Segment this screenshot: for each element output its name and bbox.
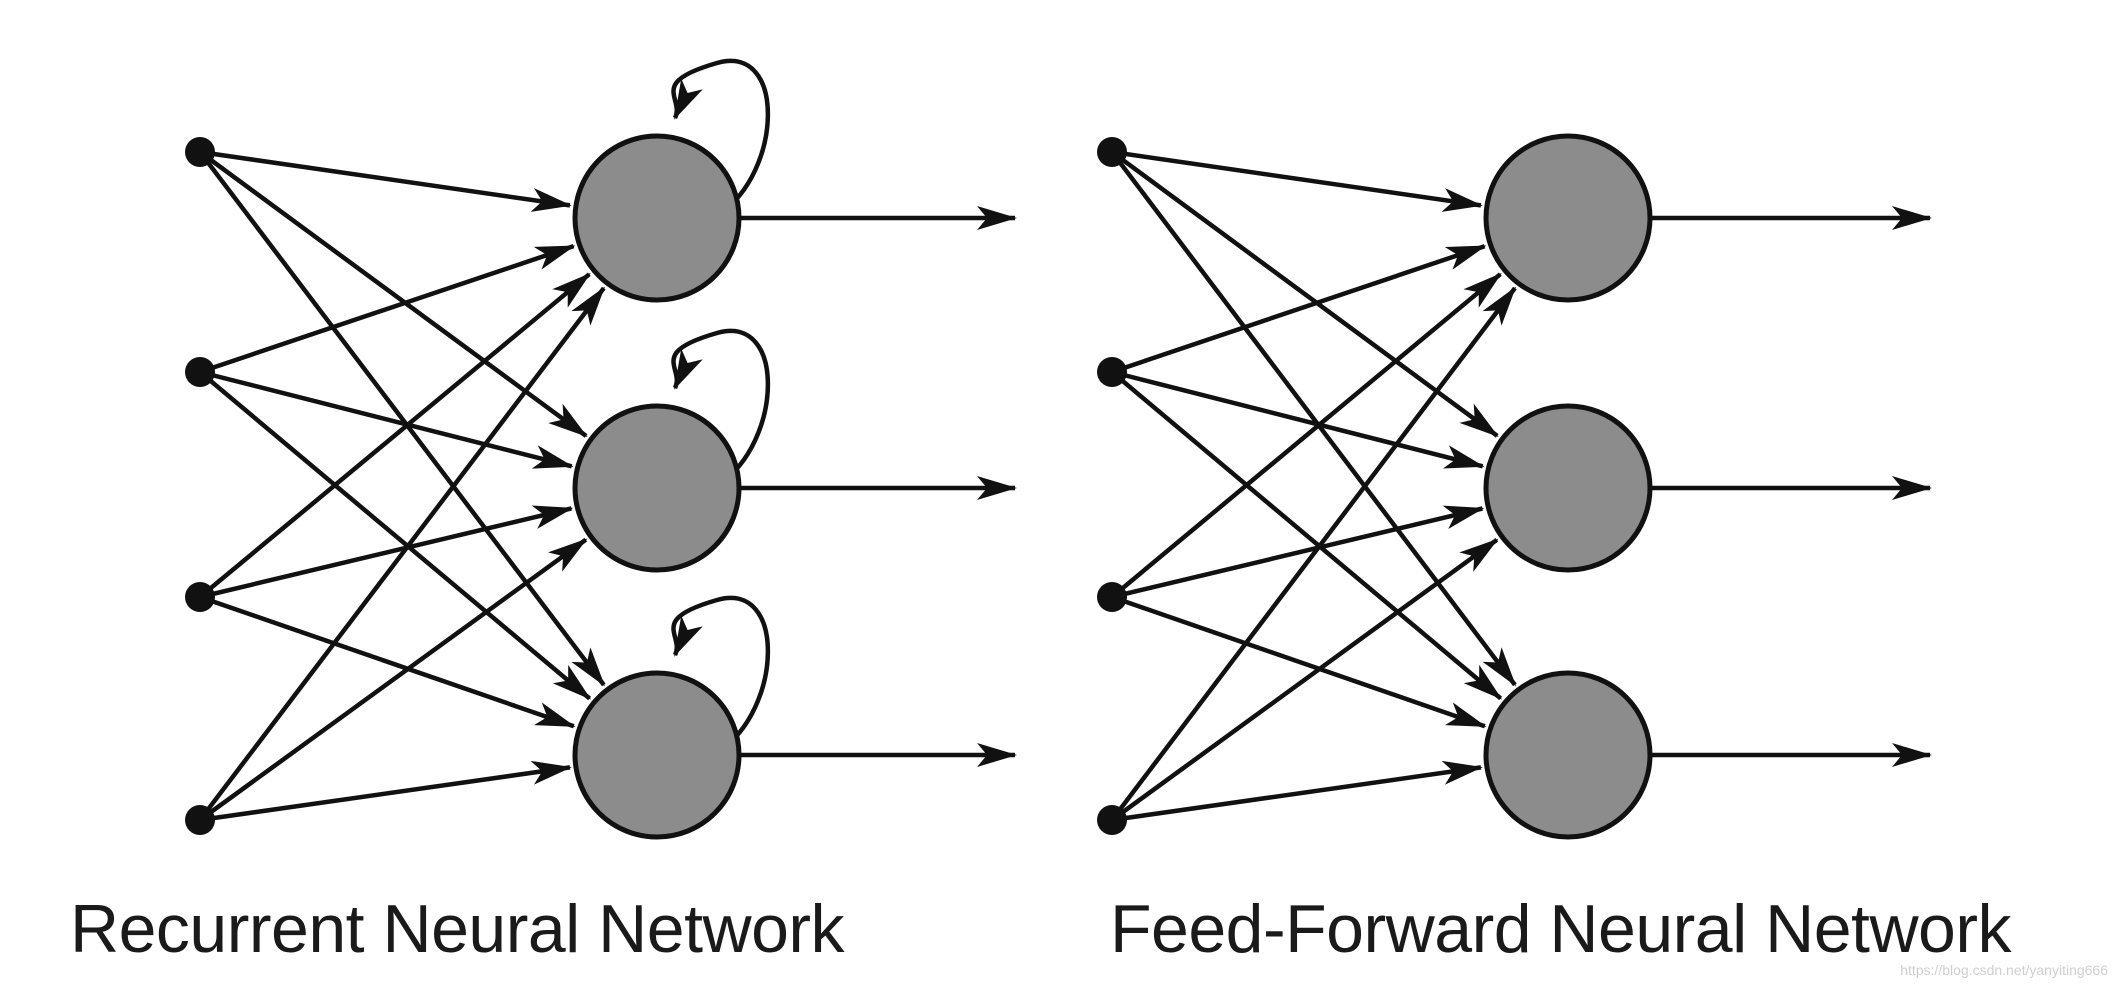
recurrent-loop-arrow [671,328,771,486]
connection-arrow [1111,594,1487,729]
connection-arrow [1111,505,1485,600]
connection-arrow [199,149,572,212]
connection-arrow [1111,149,1483,212]
recurrent-loop-arrow [671,58,771,216]
connection-arrow [199,594,576,729]
connection-arrow [198,370,592,701]
recurrent-loop-arrow [671,595,771,753]
input-node [185,357,215,387]
connection-arrow [198,150,606,687]
input-node [1097,805,1127,835]
connection-arrow [1110,537,1499,822]
neuron-node [1483,670,1653,840]
neuron-node [1483,133,1653,303]
connection-arrow [198,272,591,599]
connection-arrow [1110,286,1517,822]
connection-arrow [1110,370,1503,701]
neuron-node [572,670,742,840]
watermark-text: https://blog.csdn.net/yanyiting666 [1900,962,2108,978]
recurrent-network-caption: Recurrent Neural Network [70,891,845,967]
recurrent-network-panel [185,58,1017,840]
connection-arrow [198,286,606,822]
connection-arrow [199,760,572,823]
feed-forward-network-panel [1097,133,1932,840]
connection-arrow [1111,244,1487,375]
connection-arrow [1110,272,1502,599]
neuron-node [572,403,742,573]
neuron-node [1483,403,1653,573]
connection-arrow [1111,760,1483,823]
feed-forward-network-caption: Feed-Forward Neural Network [1110,891,2012,967]
input-node [185,137,215,167]
connection-arrow [1110,150,1517,687]
connection-arrow [198,537,588,822]
connection-arrow [198,150,588,438]
connection-arrow [199,243,576,375]
connection-arrow [199,369,574,469]
input-node [185,805,215,835]
connection-arrow [199,505,574,600]
neuron-node [572,133,742,303]
connection-arrow [1110,150,1499,438]
input-node [1097,357,1127,387]
connection-arrow [1111,369,1485,469]
input-node [185,582,215,612]
input-node [1097,137,1127,167]
input-node [1097,582,1127,612]
